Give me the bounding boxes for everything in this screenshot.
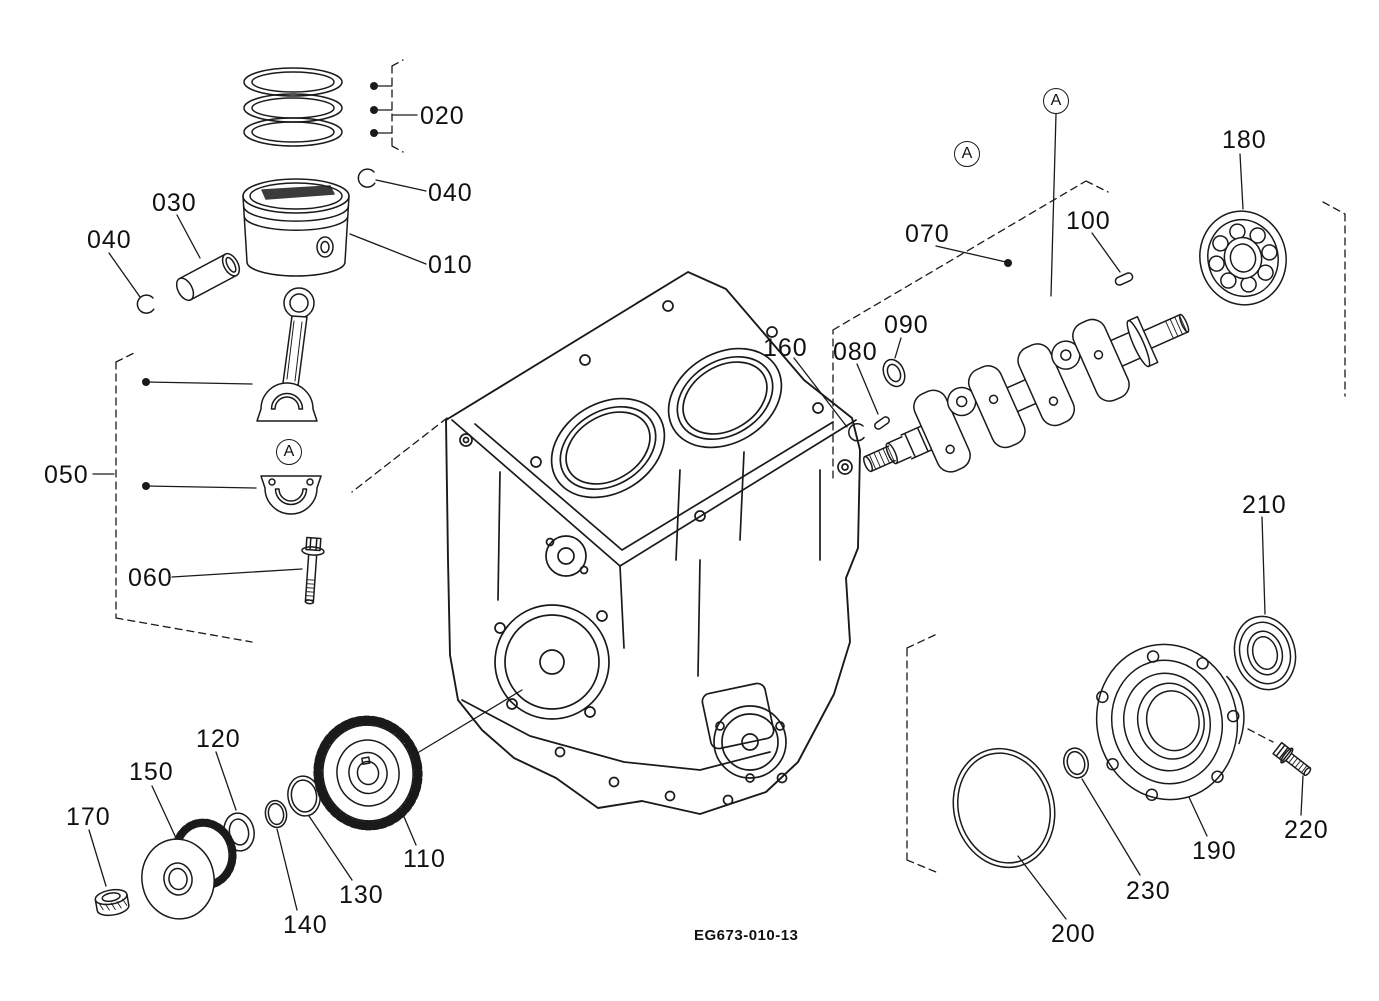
part-label-040-left: 040 — [87, 226, 132, 254]
part-label-120: 120 — [196, 725, 241, 753]
flange-bolt — [1272, 741, 1312, 777]
part-label-080: 080 — [833, 338, 878, 366]
spacer-140 — [264, 799, 288, 829]
crankshaft-key — [1114, 272, 1134, 286]
bearing-case-cover — [1095, 643, 1245, 802]
o-ring — [952, 747, 1056, 869]
piston-ring-set — [243, 67, 343, 147]
timing-gear — [313, 715, 423, 831]
ball-bearing — [1199, 210, 1287, 306]
view-marker-a-3: A — [276, 439, 302, 465]
part-label-220: 220 — [1284, 816, 1329, 844]
ring-230 — [1063, 747, 1089, 779]
drawing-number: EG673-010-13 — [694, 927, 799, 944]
part-label-030: 030 — [152, 189, 197, 217]
part-label-100: 100 — [1066, 207, 1111, 235]
snap-ring-160 — [848, 423, 865, 442]
rod-bearing-shell — [270, 392, 304, 410]
leader-lines — [88, 85, 1304, 920]
crankshaft — [862, 313, 1190, 473]
piston — [242, 178, 350, 277]
crank-pulley-gear — [141, 818, 237, 920]
key-080 — [874, 416, 890, 430]
crankcase — [445, 271, 861, 815]
snap-ring-130 — [287, 775, 321, 817]
rod-cap — [260, 475, 322, 515]
part-label-180: 180 — [1222, 126, 1267, 154]
part-label-050: 050 — [44, 461, 89, 489]
view-marker-a-2: A — [1043, 88, 1069, 114]
pulley-nut — [94, 888, 130, 917]
part-label-060: 060 — [128, 564, 173, 592]
part-label-040-top: 040 — [428, 179, 473, 207]
oil-seal — [1233, 615, 1297, 691]
part-label-140: 140 — [283, 911, 328, 939]
part-label-070: 070 — [905, 220, 950, 248]
rod-bolt — [301, 536, 325, 605]
part-label-170: 170 — [66, 803, 111, 831]
piston-pin — [175, 252, 241, 302]
part-label-190: 190 — [1192, 837, 1237, 865]
part-label-010: 010 — [428, 251, 473, 279]
callout-dots — [142, 82, 1012, 490]
circlip-icon — [136, 294, 155, 314]
part-label-200: 200 — [1051, 920, 1096, 948]
part-label-020: 020 — [420, 102, 465, 130]
part-label-150: 150 — [129, 758, 174, 786]
part-label-160: 160 — [763, 334, 808, 362]
part-label-090: 090 — [884, 311, 929, 339]
part-label-130: 130 — [339, 881, 384, 909]
part-label-110: 110 — [403, 845, 446, 873]
circlip-icon — [357, 168, 376, 188]
view-marker-a-1: A — [954, 141, 980, 167]
part-label-210: 210 — [1242, 491, 1287, 519]
connecting-rod — [256, 287, 318, 422]
collar-090 — [882, 358, 906, 388]
rod-bearing-shell — [274, 488, 308, 506]
part-label-230: 230 — [1126, 877, 1171, 905]
